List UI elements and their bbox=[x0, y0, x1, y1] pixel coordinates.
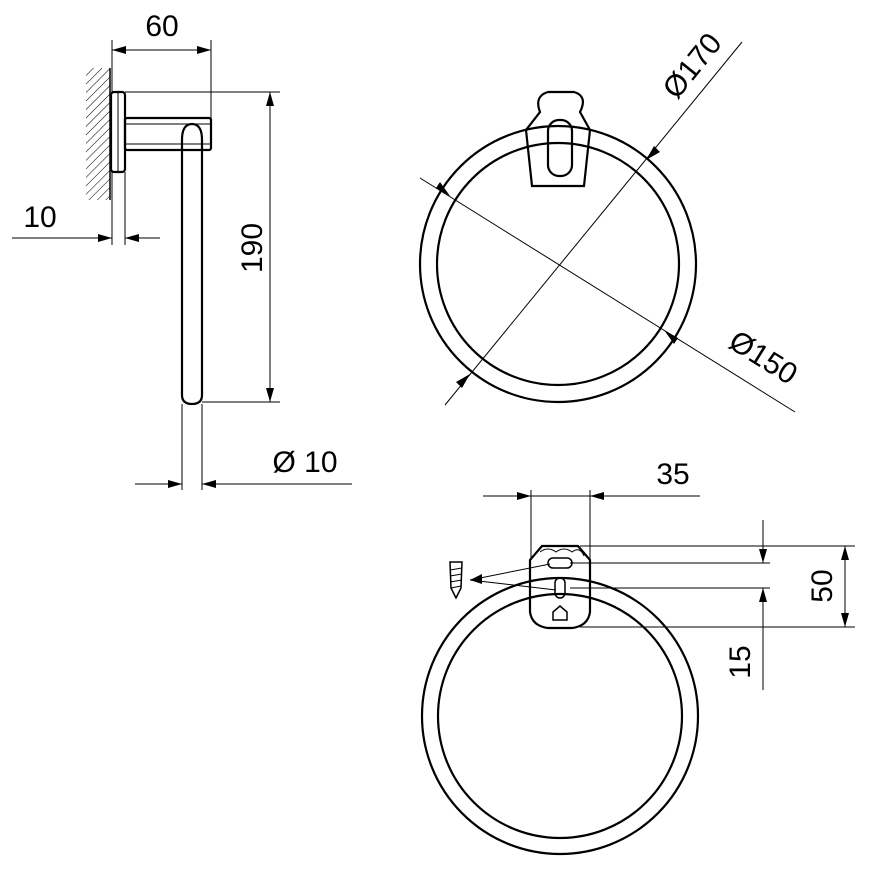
holder-arm bbox=[123, 116, 213, 152]
rear-view: 35 50 15 bbox=[420, 458, 855, 856]
dim-ring-outer: Ø170 bbox=[657, 27, 729, 105]
dim-bracket-width: 35 bbox=[656, 458, 689, 491]
dim-ring-inner: Ø150 bbox=[723, 325, 803, 392]
side-view: 60 10 190 Ø 10 bbox=[12, 10, 352, 490]
ring-inner bbox=[435, 141, 681, 387]
dim-side-width: 60 bbox=[145, 10, 178, 43]
dim-bracket-height: 50 bbox=[806, 569, 839, 602]
dim-side-base: 10 bbox=[23, 201, 56, 234]
wall-hatch bbox=[86, 68, 110, 200]
screw-hole-bottom bbox=[552, 605, 568, 621]
dim-rod-diameter: Ø 10 bbox=[272, 446, 337, 479]
ring-outer bbox=[418, 124, 698, 404]
dim-screw-offset: 15 bbox=[724, 645, 757, 678]
screw-icon bbox=[449, 561, 463, 600]
rear-ring-inner bbox=[436, 592, 684, 840]
slot-top bbox=[547, 557, 573, 569]
dim-side-height: 190 bbox=[236, 223, 269, 273]
keyhole-slot bbox=[554, 577, 566, 599]
front-view: Ø170 Ø150 bbox=[418, 27, 803, 413]
holder-core bbox=[546, 118, 574, 178]
holder-cap bbox=[524, 90, 592, 188]
rear-bracket bbox=[528, 544, 592, 630]
ring-rod-side bbox=[180, 122, 204, 406]
